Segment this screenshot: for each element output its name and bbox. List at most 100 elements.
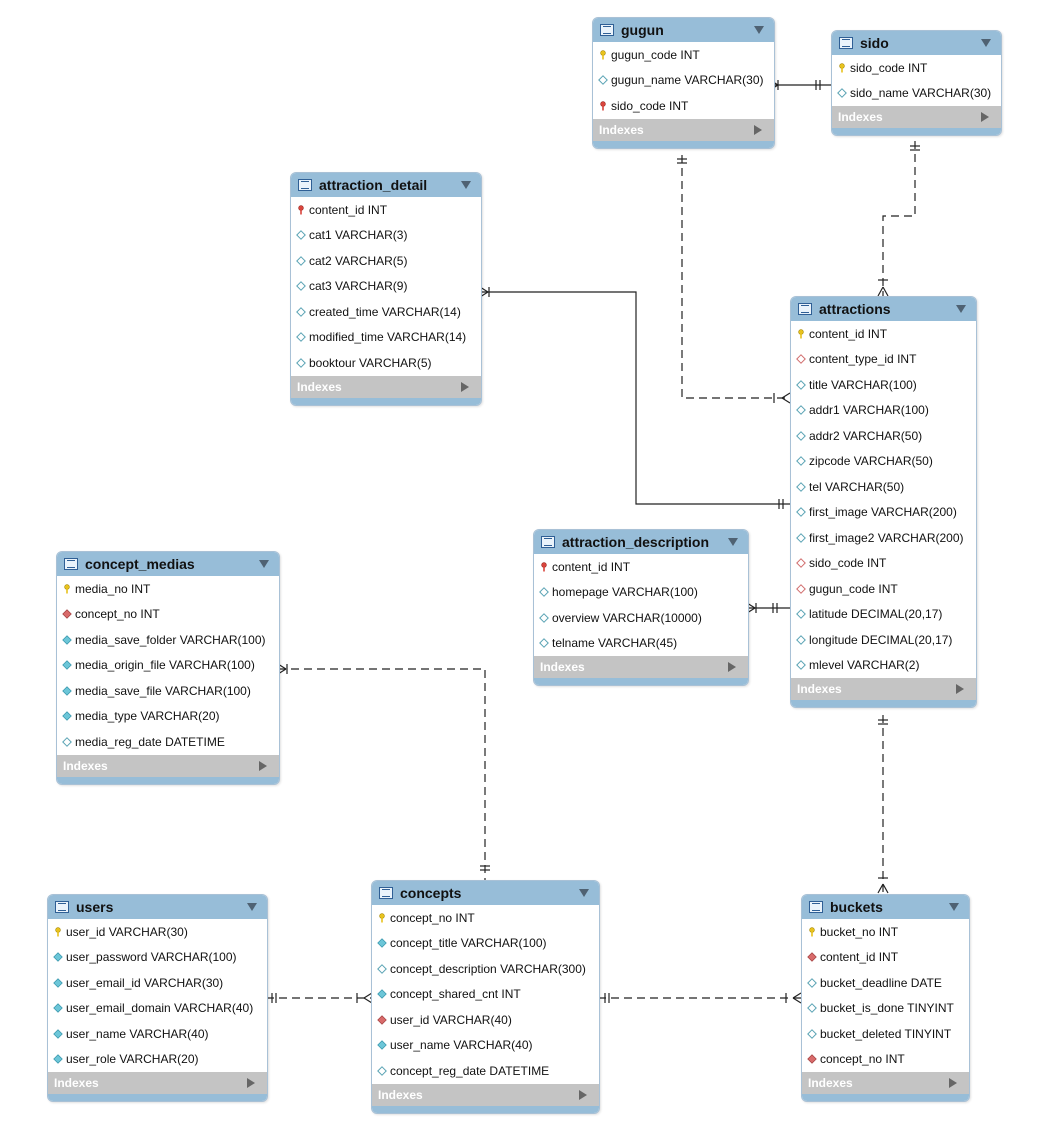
expand-arrow-icon[interactable] [259, 760, 267, 771]
table-header[interactable]: buckets [802, 895, 969, 919]
collapse-arrow-icon[interactable] [728, 538, 738, 546]
column-row[interactable]: concept_no INT [372, 905, 599, 931]
collapse-arrow-icon[interactable] [461, 181, 471, 189]
column-row[interactable]: bucket_no INT [802, 919, 969, 945]
column-row[interactable]: concept_no INT [57, 602, 279, 628]
column-row[interactable]: gugun_code INT [791, 576, 976, 602]
indexes-section[interactable]: Indexes [57, 754, 279, 777]
column-row[interactable]: media_save_file VARCHAR(100) [57, 678, 279, 704]
column-row[interactable]: bucket_is_done TINYINT [802, 996, 969, 1022]
column-row[interactable]: gugun_code INT [593, 42, 774, 68]
collapse-arrow-icon[interactable] [956, 305, 966, 313]
collapse-arrow-icon[interactable] [259, 560, 269, 568]
column-row[interactable]: content_id INT [802, 945, 969, 971]
column-row[interactable]: media_save_folder VARCHAR(100) [57, 627, 279, 653]
column-row[interactable]: concept_title VARCHAR(100) [372, 931, 599, 957]
expand-arrow-icon[interactable] [754, 124, 762, 135]
column-row[interactable]: content_id INT [534, 554, 748, 580]
indexes-section[interactable]: Indexes [48, 1072, 267, 1094]
column-row[interactable]: content_id INT [291, 197, 481, 223]
indexes-section[interactable]: Indexes [372, 1083, 599, 1106]
column-row[interactable]: media_no INT [57, 576, 279, 602]
indexes-section[interactable]: Indexes [291, 375, 481, 398]
column-row[interactable]: cat1 VARCHAR(3) [291, 223, 481, 249]
column-row[interactable]: booktour VARCHAR(5) [291, 350, 481, 376]
column-row[interactable]: user_email_domain VARCHAR(40) [48, 996, 267, 1022]
column-row[interactable]: content_id INT [791, 321, 976, 347]
table-header[interactable]: gugun [593, 18, 774, 42]
column-row[interactable]: overview VARCHAR(10000) [534, 605, 748, 631]
indexes-section[interactable]: Indexes [593, 118, 774, 141]
expand-arrow-icon[interactable] [247, 1078, 255, 1088]
column-row[interactable]: user_id VARCHAR(30) [48, 919, 267, 945]
collapse-arrow-icon[interactable] [579, 889, 589, 897]
table-header[interactable]: users [48, 895, 267, 919]
column-row[interactable]: bucket_deleted TINYINT [802, 1021, 969, 1047]
table-header[interactable]: concept_medias [57, 552, 279, 576]
collapse-arrow-icon[interactable] [247, 903, 257, 911]
collapse-arrow-icon[interactable] [949, 903, 959, 911]
column-row[interactable]: latitude DECIMAL(20,17) [791, 602, 976, 628]
column-row[interactable]: user_name VARCHAR(40) [48, 1021, 267, 1047]
column-row[interactable]: cat2 VARCHAR(5) [291, 248, 481, 274]
column-row[interactable]: media_origin_file VARCHAR(100) [57, 653, 279, 679]
column-row[interactable]: bucket_deadline DATE [802, 970, 969, 996]
expand-arrow-icon[interactable] [949, 1078, 957, 1088]
column-row[interactable]: cat3 VARCHAR(9) [291, 274, 481, 300]
collapse-arrow-icon[interactable] [981, 39, 991, 47]
table-header[interactable]: concepts [372, 881, 599, 905]
indexes-section[interactable]: Indexes [802, 1072, 969, 1094]
column-row[interactable]: content_type_id INT [791, 347, 976, 373]
indexes-section[interactable]: Indexes [791, 678, 976, 700]
column-row[interactable]: sido_code INT [832, 55, 1001, 81]
expand-arrow-icon[interactable] [728, 662, 736, 672]
expand-arrow-icon[interactable] [461, 381, 469, 392]
table-header[interactable]: sido [832, 31, 1001, 55]
column-row[interactable]: concept_reg_date DATETIME [372, 1058, 599, 1084]
column-row[interactable]: concept_no INT [802, 1047, 969, 1073]
column-row[interactable]: mlevel VARCHAR(2) [791, 653, 976, 679]
column-row[interactable]: first_image2 VARCHAR(200) [791, 525, 976, 551]
expand-arrow-icon[interactable] [956, 684, 964, 694]
collapse-arrow-icon[interactable] [754, 26, 764, 34]
table-header[interactable]: attractions [791, 297, 976, 321]
table-header[interactable]: attraction_detail [291, 173, 481, 197]
column-row[interactable]: first_image VARCHAR(200) [791, 500, 976, 526]
column-row[interactable]: zipcode VARCHAR(50) [791, 449, 976, 475]
column-row[interactable]: sido_code INT [593, 93, 774, 119]
column-row[interactable]: tel VARCHAR(50) [791, 474, 976, 500]
column-row[interactable]: sido_name VARCHAR(30) [832, 81, 1001, 107]
indexes-section[interactable]: Indexes [832, 106, 1001, 128]
expand-arrow-icon[interactable] [981, 112, 989, 122]
column-row[interactable]: modified_time VARCHAR(14) [291, 325, 481, 351]
column-row[interactable]: user_id VARCHAR(40) [372, 1007, 599, 1033]
expand-arrow-icon[interactable] [579, 1089, 587, 1100]
column-row[interactable]: user_email_id VARCHAR(30) [48, 970, 267, 996]
column-row[interactable]: concept_shared_cnt INT [372, 982, 599, 1008]
column-row[interactable]: media_reg_date DATETIME [57, 729, 279, 755]
column-row[interactable]: telname VARCHAR(45) [534, 631, 748, 657]
column-row[interactable]: media_type VARCHAR(20) [57, 704, 279, 730]
column-row[interactable]: concept_description VARCHAR(300) [372, 956, 599, 982]
table-header[interactable]: attraction_description [534, 530, 748, 554]
column-row[interactable]: user_name VARCHAR(40) [372, 1033, 599, 1059]
column-row[interactable]: addr2 VARCHAR(50) [791, 423, 976, 449]
column-row[interactable]: homepage VARCHAR(100) [534, 580, 748, 606]
column-row[interactable]: addr1 VARCHAR(100) [791, 398, 976, 424]
column-row[interactable]: gugun_name VARCHAR(30) [593, 68, 774, 94]
column-row[interactable]: sido_code INT [791, 551, 976, 577]
column-row[interactable]: user_password VARCHAR(100) [48, 945, 267, 971]
indexes-section[interactable]: Indexes [534, 656, 748, 678]
column-row[interactable]: title VARCHAR(100) [791, 372, 976, 398]
column-row[interactable]: user_role VARCHAR(20) [48, 1047, 267, 1073]
column-row[interactable]: created_time VARCHAR(14) [291, 299, 481, 325]
